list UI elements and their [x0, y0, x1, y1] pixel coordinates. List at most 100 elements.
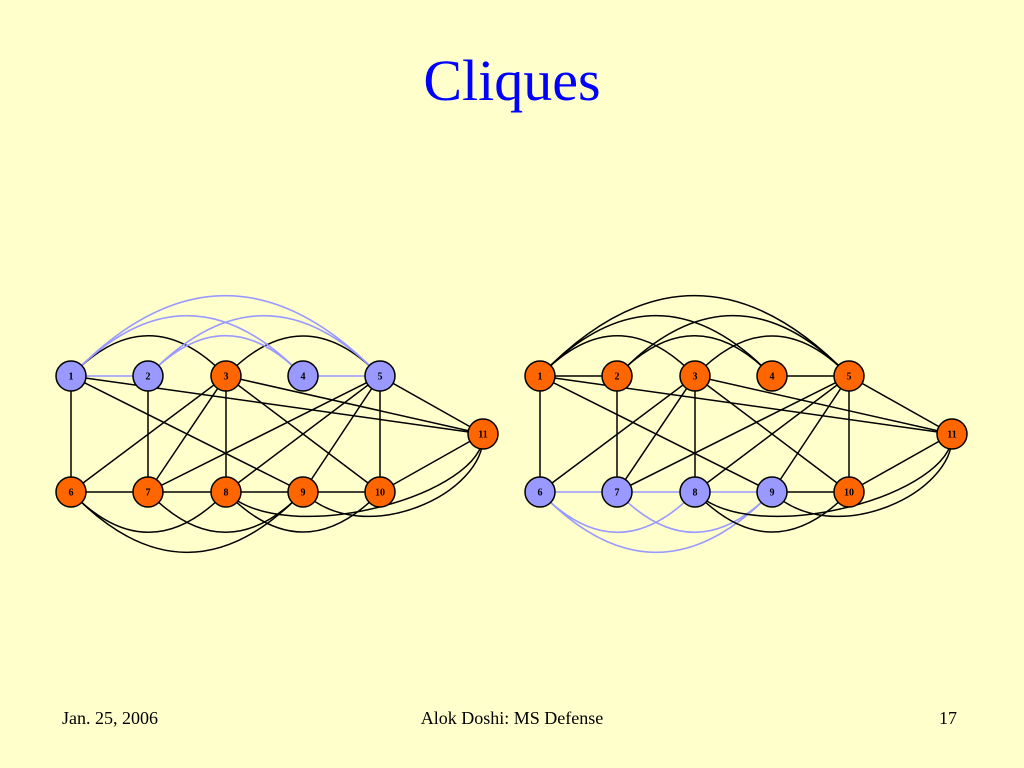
edge-1-5: [539, 295, 850, 377]
node-label: 9: [770, 488, 775, 499]
node-label: 7: [615, 488, 620, 499]
node-circle: [132, 360, 164, 392]
clique-edge-6-9: [539, 491, 773, 554]
edge-10-11: [848, 433, 953, 493]
node-9: 9: [287, 476, 319, 508]
footer-presentation-title: Alok Doshi: MS Defense: [420, 708, 604, 728]
node-circle: [55, 360, 87, 392]
edge-3-6: [70, 375, 227, 493]
node-circle: [756, 360, 788, 392]
node-label: 3: [693, 372, 698, 383]
node-circle: [936, 418, 968, 450]
node-circle: [364, 360, 396, 392]
edge-5-11: [379, 375, 484, 435]
clique-node-7: 7: [601, 476, 633, 508]
node-circle: [601, 476, 633, 508]
clique-node-2: 2: [132, 360, 164, 392]
node-1: 1: [524, 360, 556, 392]
edge-9-11: [302, 433, 484, 518]
edge-1-11: [70, 375, 484, 435]
edge-3-11: [225, 375, 484, 435]
clique-node-4: 4: [287, 360, 319, 392]
node-label: 9: [301, 488, 306, 499]
edge-3-11: [694, 375, 953, 435]
edge-10-11: [379, 433, 484, 493]
edge-5-9: [302, 375, 381, 493]
edge-8-10: [225, 491, 381, 533]
clique-edge-1-5: [70, 295, 381, 377]
edge-1-11: [539, 375, 953, 435]
node-circle: [524, 360, 556, 392]
node-label: 10: [844, 488, 854, 499]
node-circle: [210, 360, 242, 392]
node-label: 5: [378, 372, 383, 383]
node-circle: [601, 360, 633, 392]
node-4: 4: [756, 360, 788, 392]
node-circle: [210, 476, 242, 508]
node-5: 5: [833, 360, 865, 392]
node-circle: [833, 360, 865, 392]
clique-node-5: 5: [364, 360, 396, 392]
clique-node-8: 8: [679, 476, 711, 508]
edge-5-11: [848, 375, 953, 435]
footer-page-number: 17: [939, 708, 957, 728]
node-10: 10: [364, 476, 396, 508]
node-3: 3: [210, 360, 242, 392]
node-circle: [756, 476, 788, 508]
node-circle: [679, 476, 711, 508]
clique-edge-2-5: [147, 314, 381, 377]
right-graph: 1 2 3 4 5 6 7 8 9 10 11: [524, 295, 968, 554]
node-2: 2: [601, 360, 633, 392]
edge-9-11: [771, 433, 953, 518]
node-circle: [364, 476, 396, 508]
footer-date: Jan. 25, 2006: [62, 708, 158, 728]
node-8: 8: [210, 476, 242, 508]
edge-3-7: [616, 375, 696, 493]
node-label: 7: [146, 488, 151, 499]
edge-3-7: [147, 375, 227, 493]
node-label: 6: [69, 488, 74, 499]
node-label: 11: [947, 430, 956, 441]
node-11: 11: [936, 418, 968, 450]
node-label: 6: [538, 488, 543, 499]
node-label: 4: [301, 372, 306, 383]
node-3: 3: [679, 360, 711, 392]
slide-title: Cliques: [423, 48, 601, 113]
edge-8-10: [694, 491, 850, 533]
edge-6-9: [70, 491, 304, 554]
node-circle: [132, 476, 164, 508]
node-label: 11: [478, 430, 487, 441]
edge-8-11: [225, 433, 484, 518]
node-circle: [287, 360, 319, 392]
edge-1-4: [539, 314, 773, 377]
node-label: 2: [615, 372, 620, 383]
node-label: 8: [224, 488, 229, 499]
node-circle: [287, 476, 319, 508]
node-label: 5: [847, 372, 852, 383]
node-label: 1: [538, 372, 543, 383]
node-label: 1: [69, 372, 74, 383]
node-11: 11: [467, 418, 499, 450]
node-label: 10: [375, 488, 385, 499]
clique-node-1: 1: [55, 360, 87, 392]
edge-5-7: [147, 375, 381, 493]
edge-7-9: [147, 491, 304, 533]
clique-node-6: 6: [524, 476, 556, 508]
node-circle: [679, 360, 711, 392]
node-circle: [55, 476, 87, 508]
node-circle: [833, 476, 865, 508]
edge-2-5: [616, 314, 850, 377]
node-circle: [467, 418, 499, 450]
edge-5-9: [771, 375, 850, 493]
edge-5-8: [694, 375, 850, 493]
clique-node-9: 9: [756, 476, 788, 508]
edge-5-8: [225, 375, 381, 493]
node-10: 10: [833, 476, 865, 508]
edge-5-7: [616, 375, 850, 493]
edge-3-6: [539, 375, 696, 493]
clique-edge-1-4: [70, 314, 304, 377]
node-7: 7: [132, 476, 164, 508]
node-circle: [524, 476, 556, 508]
node-label: 3: [224, 372, 229, 383]
